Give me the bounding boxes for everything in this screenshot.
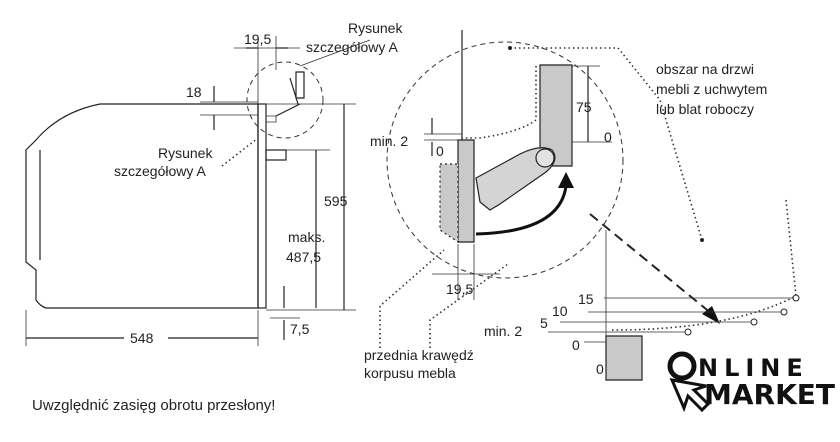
dim-min2-detail: min. 2 0 [370,118,462,159]
front-edge-label-1: przednia krawędź [364,347,474,363]
oven-side-view [25,103,287,309]
dim-19-5-top: 19,5 [234,31,300,104]
dim-19-5-bottom-label: 19,5 [446,281,473,297]
online-market-logo: NLINE MARKET [667,351,835,413]
dim-595: 595 [266,103,356,311]
scale-10-label: 10 [552,303,568,319]
dim-19-5-top-label: 19,5 [244,31,271,47]
dim-595-label: 595 [324,193,348,209]
door-area-label-2: mebli z uchwytem [656,81,767,97]
rotation-note: Uwzględnić zasięg obrotu przesłony! [32,397,275,414]
clearance-scale: 15 10 5 min. 2 0 0 [484,199,800,381]
dim-75: 75 0 [572,65,612,145]
logo-line1: NLINE [698,354,809,382]
scale-0b-label: 0 [596,361,604,377]
scale-5-label: 5 [540,315,548,331]
scale-0a-label: 0 [572,337,580,353]
dim-7-5: 7,5 [270,286,310,340]
cursor-icon [669,378,711,413]
logo-line2: MARKET [704,378,835,411]
detail-a-circle-small [246,61,324,139]
dim-0-right-label: 0 [604,129,612,145]
dim-max-label-2: 487,5 [286,249,321,265]
logo-o-ring [667,351,697,381]
dim-max-487-5: maks. 487,5 [286,149,330,308]
dim-min2-detail-label: min. 2 [370,133,408,149]
detail-a-top-label-1: Rysunek [348,20,403,36]
dim-548-label: 548 [130,330,154,346]
door-area-label-3: lub blat roboczy [656,101,754,117]
door-area-label-1: obszar na drzwi [656,61,754,77]
detail-a-side-label-2: szczegółowy A [114,163,206,179]
dim-548: 548 [25,310,259,347]
dim-7-5-label: 7,5 [290,321,310,337]
front-edge-label-2: korpusu mebla [364,365,456,381]
scale-min2-label: min. 2 [484,323,522,339]
scale-15-label: 15 [578,291,594,307]
dim-max-label-1: maks. [288,229,325,245]
detail-a-circle-large [386,30,720,324]
detail-a-side-label-1: Rysunek [158,145,213,161]
dim-18: 18 [186,84,258,130]
dim-75-label: 75 [576,99,592,115]
dim-0-detail-label: 0 [436,143,444,159]
dim-19-5-bottom: 19,5 [432,244,500,300]
dim-18-label: 18 [186,84,202,100]
